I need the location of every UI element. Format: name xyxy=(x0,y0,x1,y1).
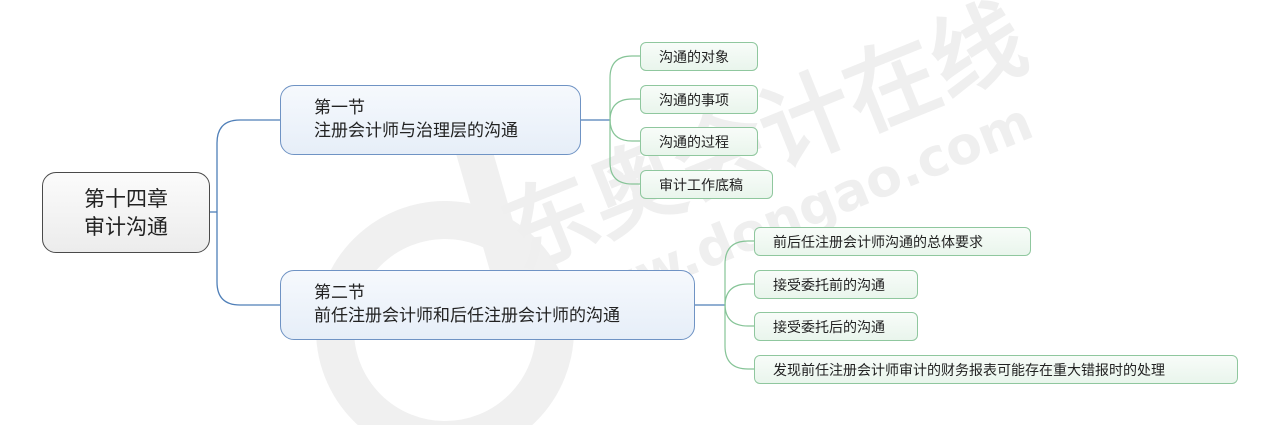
leaf-label: 发现前任注册会计师审计的财务报表可能存在重大错报时的处理 xyxy=(773,362,1165,379)
leaf-node-communication-process[interactable]: 沟通的过程 xyxy=(640,127,758,156)
leaf-node-audit-working-papers[interactable]: 审计工作底稿 xyxy=(640,170,773,199)
leaf-node-material-misstatement-handling[interactable]: 发现前任注册会计师审计的财务报表可能存在重大错报时的处理 xyxy=(754,355,1238,384)
leaf-node-before-engagement[interactable]: 接受委托前的沟通 xyxy=(754,270,918,299)
leaf-node-general-requirements[interactable]: 前后任注册会计师沟通的总体要求 xyxy=(754,227,1031,256)
leaf-node-communication-objects[interactable]: 沟通的对象 xyxy=(640,42,758,71)
root-title-line2: 审计沟通 xyxy=(84,214,168,239)
leaf-label: 沟通的事项 xyxy=(659,92,729,109)
leaf-label: 接受委托前的沟通 xyxy=(773,277,885,294)
leaf-label: 审计工作底稿 xyxy=(659,177,743,194)
leaf-label: 接受委托后的沟通 xyxy=(773,319,885,336)
root-title-line1: 第十四章 xyxy=(84,186,168,211)
section-node-2[interactable]: 第二节 前任注册会计师和后任注册会计师的沟通 xyxy=(280,270,695,340)
leaf-label: 沟通的对象 xyxy=(659,49,729,66)
leaf-node-communication-matters[interactable]: 沟通的事项 xyxy=(640,85,758,114)
section-1-label: 第一节 xyxy=(314,98,365,118)
leaf-label: 沟通的过程 xyxy=(659,134,729,151)
root-node[interactable]: 第十四章 审计沟通 xyxy=(42,172,210,253)
section-2-title: 前任注册会计师和后任注册会计师的沟通 xyxy=(314,306,620,326)
section-node-1[interactable]: 第一节 注册会计师与治理层的沟通 xyxy=(280,85,581,155)
leaf-node-after-engagement[interactable]: 接受委托后的沟通 xyxy=(754,312,918,341)
leaf-label: 前后任注册会计师沟通的总体要求 xyxy=(773,234,983,251)
section-2-label: 第二节 xyxy=(314,283,365,303)
section-1-title: 注册会计师与治理层的沟通 xyxy=(314,121,518,141)
